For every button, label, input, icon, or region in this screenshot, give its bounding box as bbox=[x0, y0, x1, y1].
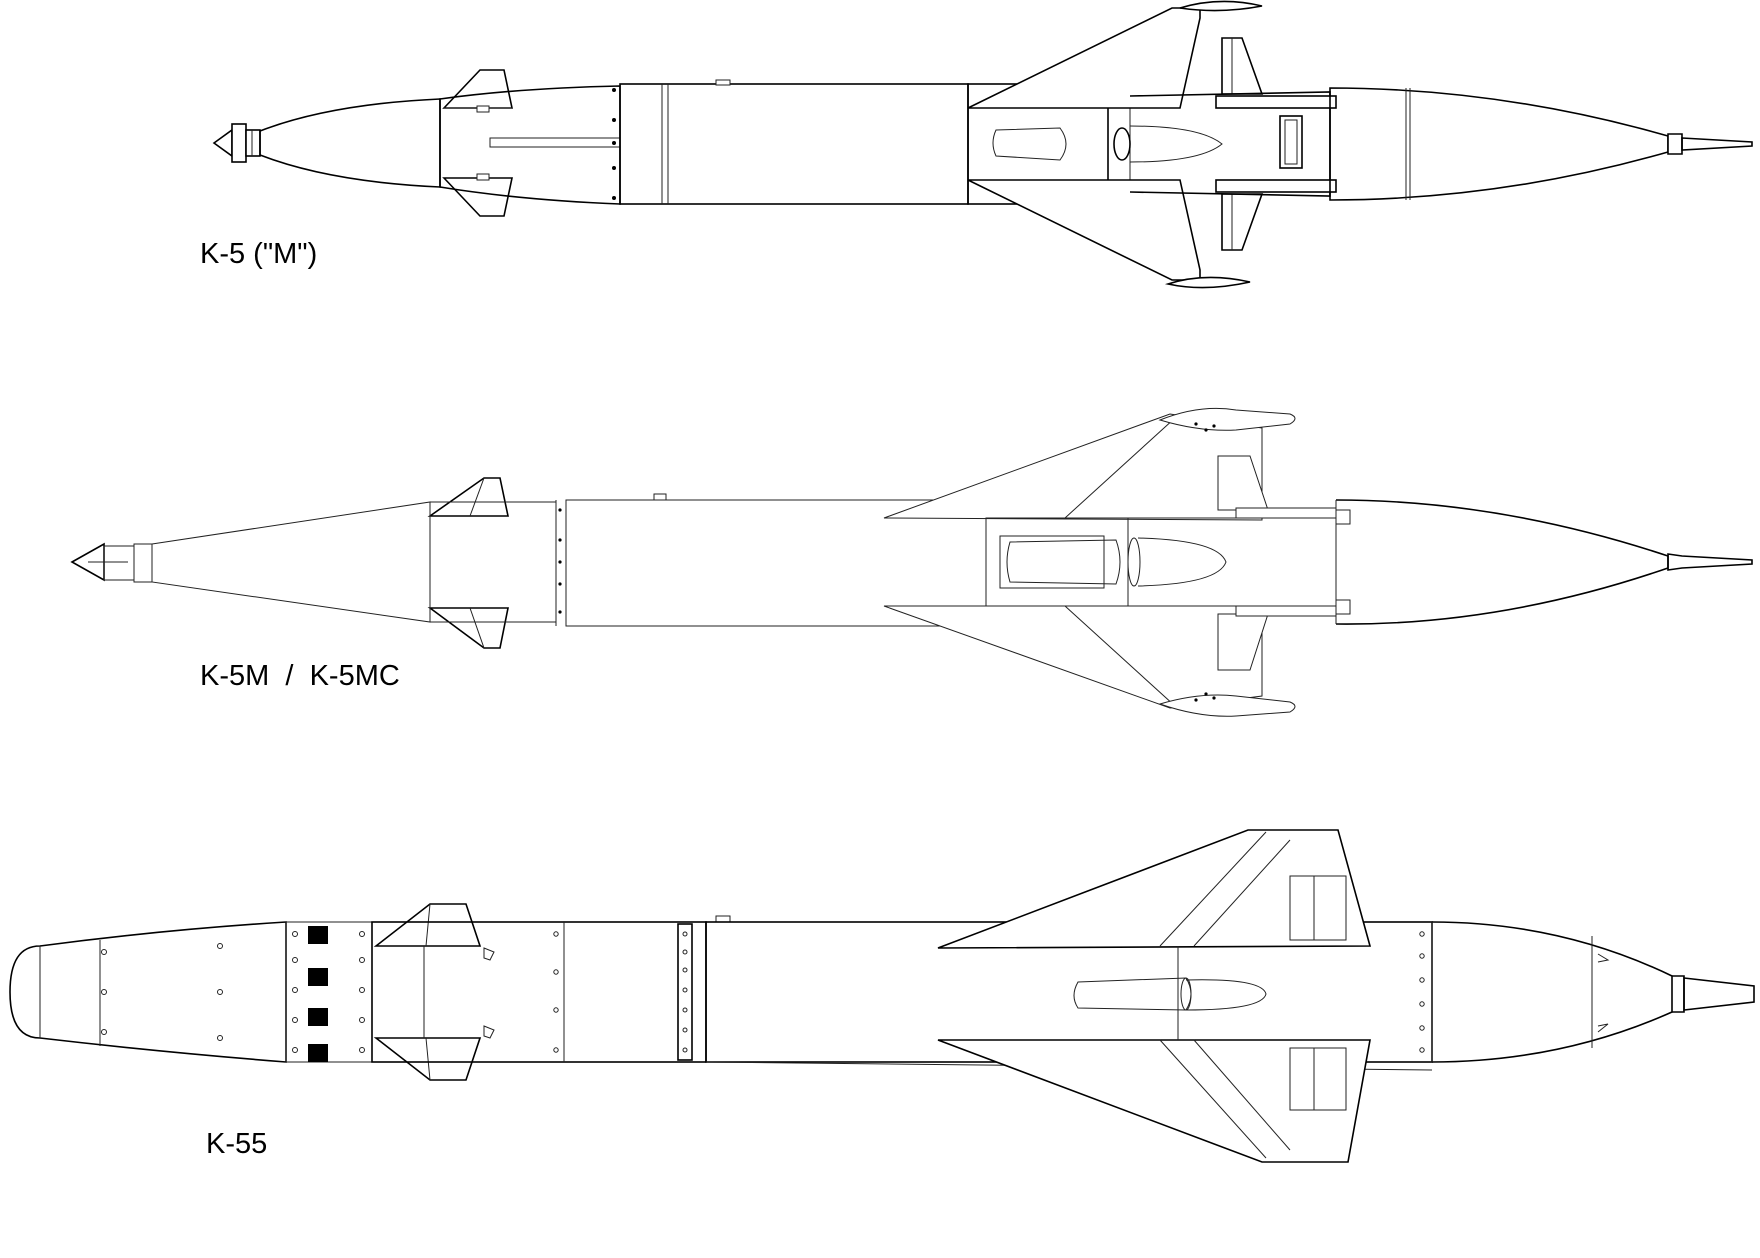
k5-tail-cone bbox=[1329, 87, 1669, 201]
label-k5m: K-5M / K-5MC bbox=[200, 660, 400, 692]
missile-k5m bbox=[70, 407, 1753, 717]
k5-nose-cone bbox=[259, 98, 441, 188]
k5m-wing-top bbox=[883, 413, 1263, 521]
missile-k5 bbox=[212, 0, 1753, 289]
k5-fwd-fin-bottom bbox=[442, 177, 513, 217]
k55-nose bbox=[9, 921, 287, 1063]
missile-k55 bbox=[9, 829, 1755, 1163]
k5-wing-bottom bbox=[967, 179, 1201, 281]
k55-wing-bottom bbox=[937, 1039, 1371, 1163]
k5m-nose-cone bbox=[151, 501, 431, 623]
k5m-tail-cone bbox=[1335, 499, 1669, 625]
k55-tail-cone bbox=[1431, 921, 1673, 1063]
k55-wing-top bbox=[937, 829, 1372, 949]
k5-fwd-fin-top bbox=[442, 69, 513, 109]
label-k55: K-55 bbox=[206, 1128, 268, 1160]
k5-nose-probe bbox=[212, 123, 261, 163]
k5-body-tube bbox=[619, 83, 969, 205]
k5-wing-top bbox=[967, 7, 1201, 109]
label-k5: K-5 ("M") bbox=[200, 238, 318, 270]
